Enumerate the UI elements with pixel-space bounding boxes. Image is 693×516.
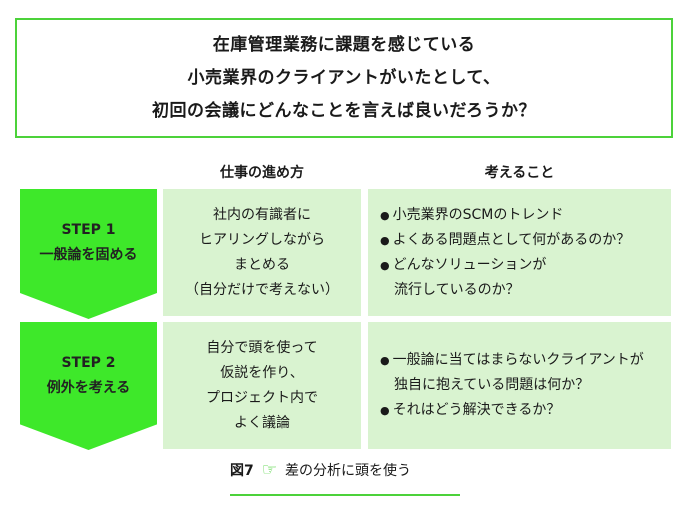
caption-text: 差の分析に頭を使う [285, 463, 411, 479]
step1-think-item: どんなソリューションが [380, 253, 671, 278]
question-line-2: 小売業界のクライアントがいたとして、 [187, 67, 501, 88]
pointing-hand-icon: ☞ [261, 460, 277, 480]
step2-work-line: 自分で頭を使って [206, 339, 318, 356]
step1-work-line: （自分だけで考えない） [185, 281, 339, 298]
step2-work-line: 仮説を作り、 [220, 364, 304, 381]
caption-underline [230, 494, 460, 496]
step1-work-cell: 社内の有識者に ヒアリングしながら まとめる （自分だけで考えない） [163, 189, 361, 316]
step1-think-item-cont: 流行しているのか？ [394, 281, 520, 298]
step1-work-line: ヒアリングしながら [199, 231, 325, 248]
question-line-1: 在庫管理業務に課題を感じている [212, 34, 476, 55]
header-things-to-consider: 考えること [484, 165, 555, 181]
step1-label: 一般論を固める [39, 247, 138, 263]
question-line-3: 初回の会議にどんなことを言えば良いだろうか？ [152, 100, 536, 121]
step2-work-line: よく議論 [234, 414, 290, 431]
question-box: 在庫管理業務に課題を感じている 小売業界のクライアントがいたとして、 初回の会議… [15, 18, 673, 138]
step2-work-cell: 自分で頭を使って 仮説を作り、 プロジェクト内で よく議論 [163, 322, 361, 449]
step2-label: 例外を考える [46, 380, 131, 396]
step1-think-item: 小売業界のSCMのトレンド [380, 203, 671, 228]
step2-arrow: STEP 2 例外を考える [20, 322, 157, 450]
step1-think-cell: 小売業界のSCMのトレンド よくある問題点として何があるのか？ どんなソリューシ… [368, 189, 671, 316]
step1-work-line: まとめる [234, 256, 290, 273]
step1-think-item: よくある問題点として何があるのか？ [380, 228, 671, 253]
step1-number: STEP 1 [61, 222, 116, 238]
step1-arrow: STEP 1 一般論を固める [20, 189, 157, 319]
figure-caption: 図7 ☞ 差の分析に頭を使う [230, 460, 411, 480]
step2-think-item: 一般論に当てはまらないクライアントが [380, 348, 671, 373]
step2-think-item: それはどう解決できるか？ [380, 398, 671, 423]
step2-think-item-cont: 独自に抱えている問題は何か？ [394, 377, 590, 393]
step2-work-line: プロジェクト内で [206, 389, 318, 406]
step1-work-line: 社内の有識者に [213, 206, 311, 223]
figure-number: 図7 [230, 463, 254, 479]
step2-number: STEP 2 [61, 355, 116, 371]
step2-think-cell: 一般論に当てはまらないクライアントが 独自に抱えている問題は何か？ それはどう解… [368, 322, 671, 449]
header-work-approach: 仕事の進め方 [220, 165, 304, 181]
